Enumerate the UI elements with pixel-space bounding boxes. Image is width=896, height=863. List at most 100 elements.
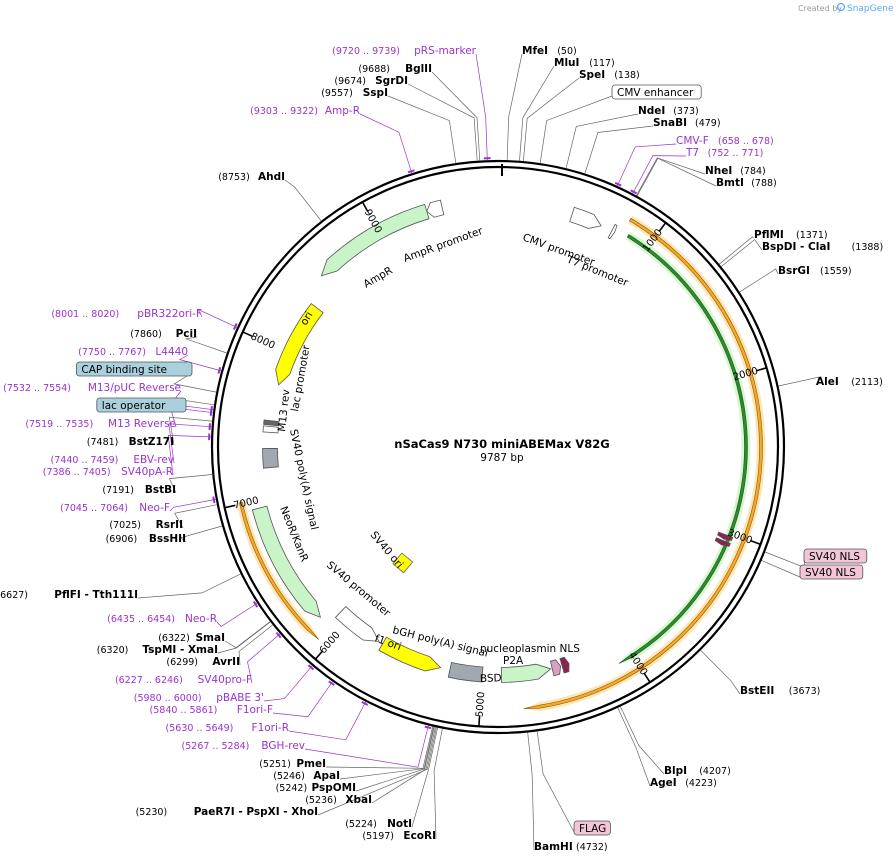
label-m13-rev: M13 rev bbox=[276, 389, 292, 433]
position: (5230) bbox=[136, 807, 168, 818]
name: PflMI bbox=[754, 229, 784, 241]
name: SV40pA-R bbox=[121, 466, 173, 478]
position: (7386 .. 7405) bbox=[43, 467, 111, 478]
site-xbai: XbaI(5236) bbox=[305, 794, 372, 806]
site-bsrgi: BsrGI(1559) bbox=[778, 265, 852, 277]
name: pBR322ori-F bbox=[137, 308, 202, 320]
primer-l4440: L4440 (7750 .. 7767) bbox=[78, 346, 188, 358]
name: SV40pro-F bbox=[198, 674, 252, 686]
feature-sv40-poly-a-signal bbox=[262, 448, 279, 469]
site-smai: SmaI (6322) bbox=[158, 632, 225, 644]
site-bspdi-clai: BspDI - ClaI(1388) bbox=[762, 241, 883, 253]
position: (8753) bbox=[218, 172, 250, 183]
name: PciI bbox=[176, 328, 197, 340]
position: (7860) bbox=[130, 329, 162, 340]
position: (658 .. 678) bbox=[718, 136, 774, 147]
backbone-outer bbox=[210, 159, 786, 735]
position: (5267 .. 5284) bbox=[182, 741, 250, 752]
label-t7-promoter: T7 promoter bbox=[564, 253, 630, 289]
name: AvrII bbox=[212, 656, 240, 668]
name: PspOMI bbox=[311, 782, 356, 794]
primer-bgh-rev: BGH-rev (5267 .. 5284) bbox=[182, 740, 305, 752]
name: AleI bbox=[816, 376, 839, 388]
position: (9720 .. 9739) bbox=[332, 46, 400, 57]
label-ampr-promoter: AmpR promoter bbox=[402, 225, 485, 265]
feature-label-flag: FLAG bbox=[573, 820, 611, 836]
name: SmaI bbox=[196, 632, 226, 644]
position: (7025) bbox=[109, 520, 141, 531]
brand-prefix: Created by bbox=[798, 4, 842, 13]
name: BsrGI bbox=[778, 265, 810, 277]
feature-p2a bbox=[549, 659, 562, 677]
primer-neo-r: Neo-R(6435 .. 6454) bbox=[107, 613, 217, 625]
position: (7045 .. 7064) bbox=[60, 503, 128, 514]
brand-name: SnapGene bbox=[847, 4, 894, 14]
name: M13 Reverse bbox=[108, 418, 176, 430]
name: BGH-rev bbox=[261, 740, 305, 752]
feature-ampr-promoter bbox=[426, 199, 445, 218]
label-ori: ori bbox=[298, 310, 315, 328]
features bbox=[236, 199, 766, 712]
position: (9303 .. 9322) bbox=[250, 106, 318, 117]
feature-miniabemax bbox=[618, 232, 751, 664]
position: (5246) bbox=[273, 771, 305, 782]
primer-sv40pro-f: SV40pro-F (6227 .. 6246) bbox=[115, 674, 252, 686]
name: XbaI bbox=[345, 794, 372, 806]
primer-ebv-rev: EBV-rev(7440 .. 7459) bbox=[51, 454, 174, 466]
primer-t7: T7(752 .. 771) bbox=[685, 147, 763, 159]
name: BamHI bbox=[534, 841, 573, 853]
position: (4223) bbox=[685, 778, 717, 789]
site-alei: AleI (2113) bbox=[816, 376, 883, 388]
plasmid-name: nSaCas9 N730 miniABEMax V82G bbox=[394, 437, 609, 451]
position: (1371) bbox=[796, 230, 828, 241]
name: L4440 bbox=[155, 346, 188, 358]
site-rsrii: RsrII(7025) bbox=[109, 519, 183, 531]
position: (7440 .. 7459) bbox=[51, 455, 119, 466]
position: (479) bbox=[695, 118, 721, 129]
name: Amp-R bbox=[325, 105, 360, 117]
feature-label-sv40-nls: SV40 NLS bbox=[803, 548, 868, 564]
primer-f1ori-f: F1ori-F(5840 .. 5861) bbox=[150, 704, 273, 716]
position: (6227 .. 6246) bbox=[115, 675, 183, 686]
feature-label-sv40-nls: SV40 NLS bbox=[799, 564, 864, 580]
feature-nsacas9-n730-miniabemax-v82g bbox=[523, 215, 766, 712]
position: (373) bbox=[673, 106, 699, 117]
tick-mark bbox=[643, 672, 651, 683]
position: (7481) bbox=[87, 437, 119, 448]
site-bamhi: BamHI(4732) bbox=[534, 841, 608, 853]
position: (7191) bbox=[102, 485, 134, 496]
name: EcoRI bbox=[403, 830, 436, 842]
position: (6322) bbox=[158, 633, 190, 644]
position: (9557) bbox=[321, 88, 353, 99]
site-bmti: BmtI(788) bbox=[716, 177, 777, 189]
feature-sv40-nls bbox=[717, 531, 734, 541]
site-pflmi: PflMI (1371) bbox=[754, 229, 828, 241]
position: (5251) bbox=[259, 759, 291, 770]
position: (5224) bbox=[345, 819, 377, 830]
name: PaeR7I - PspXI - XhoI bbox=[194, 806, 318, 818]
name: BstEII bbox=[740, 685, 774, 697]
tick-mark bbox=[224, 504, 236, 509]
primer-amp-r: Amp-R (9303 .. 9322) bbox=[250, 105, 360, 117]
name: BlpI bbox=[664, 765, 687, 777]
name: TspMI - XmaI bbox=[142, 644, 218, 656]
feature-label-cap-binding-site: CAP binding site bbox=[76, 361, 193, 377]
name: PflFI - Tth111I bbox=[54, 589, 138, 601]
position: (784) bbox=[740, 166, 766, 177]
position: (2113) bbox=[851, 377, 883, 388]
position: (5980 .. 6000) bbox=[134, 693, 202, 704]
feature-ori bbox=[275, 303, 324, 386]
position: (6299) bbox=[166, 657, 198, 668]
name: BmtI bbox=[716, 177, 744, 189]
position: (7750 .. 7767) bbox=[78, 347, 146, 358]
name: F1ori-R bbox=[252, 722, 289, 734]
label-sv40-ori: SV40 ori bbox=[368, 529, 406, 571]
name: BspDI - ClaI bbox=[762, 241, 830, 253]
label-p2a: P2A bbox=[503, 655, 524, 667]
position: (9688) bbox=[358, 64, 390, 75]
site-spei: SpeI(138) bbox=[579, 69, 640, 81]
feature-t7-promoter bbox=[607, 223, 618, 240]
feature-label-cmv-enhancer: CMV enhancer bbox=[611, 84, 702, 100]
tick-label: 6000 bbox=[318, 630, 343, 656]
